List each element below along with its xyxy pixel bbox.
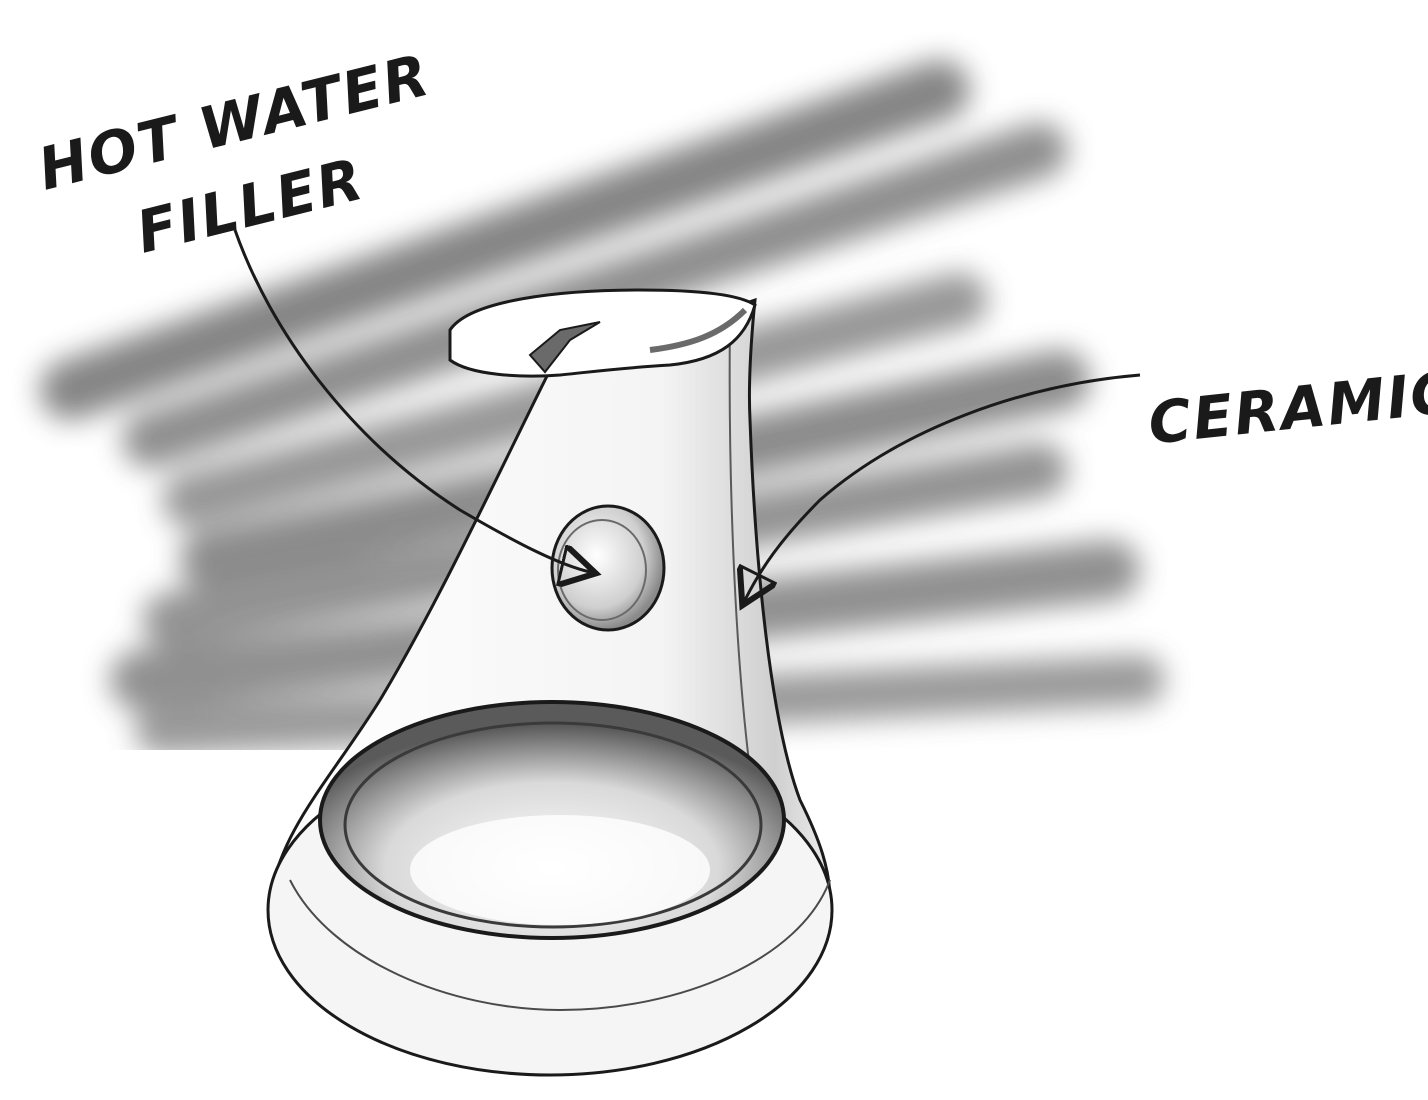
filler-button (552, 506, 664, 630)
ceramic-label: CERAMIC (1145, 358, 1428, 458)
bowl-floor (410, 815, 710, 925)
